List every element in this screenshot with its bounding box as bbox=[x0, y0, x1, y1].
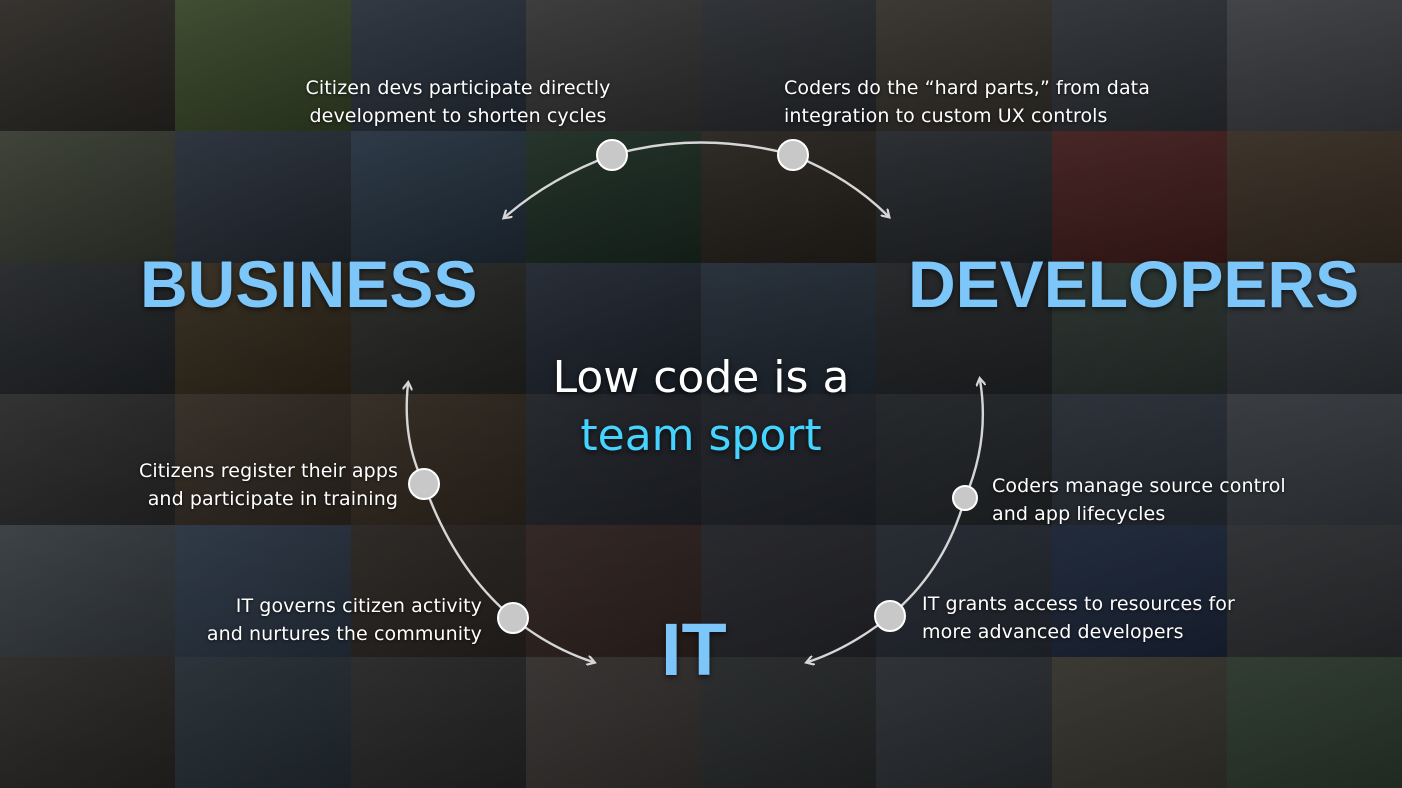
node-it-governs bbox=[497, 602, 529, 634]
arc-left-lower bbox=[422, 483, 514, 619]
caption-citizen-devs: Citizen devs participate directly develo… bbox=[296, 74, 620, 130]
headline: Low code is a team sport bbox=[451, 350, 951, 466]
arc-right-up bbox=[963, 380, 983, 499]
photo-tile bbox=[1226, 0, 1402, 132]
photo-tile bbox=[1051, 262, 1227, 394]
photo-tile bbox=[876, 656, 1052, 788]
photo-tile bbox=[701, 656, 877, 788]
group-label-it: IT bbox=[661, 608, 727, 691]
photo-tile bbox=[525, 393, 701, 526]
photo-tile bbox=[1051, 131, 1227, 263]
photo-tile bbox=[1051, 393, 1227, 526]
group-label-developers: DEVELOPERS bbox=[908, 247, 1360, 321]
caption-line: Coders manage source control bbox=[992, 475, 1286, 497]
caption-citizens-register: Citizens register their apps and partici… bbox=[118, 457, 398, 513]
photo-tile bbox=[1226, 656, 1402, 788]
photo-tile bbox=[350, 656, 526, 788]
photo-tile bbox=[175, 131, 351, 263]
photo-tile bbox=[350, 393, 526, 526]
caption-line: IT grants access to resources for bbox=[922, 593, 1235, 615]
node-citizens-register bbox=[408, 468, 440, 500]
arc-top-left bbox=[505, 153, 613, 217]
photo-tile bbox=[1051, 0, 1227, 132]
group-label-business: BUSINESS bbox=[140, 247, 478, 321]
photo-tile bbox=[350, 262, 526, 394]
caption-line: IT governs citizen activity bbox=[235, 595, 482, 617]
caption-line: more advanced developers bbox=[922, 621, 1184, 643]
photo-tile bbox=[701, 393, 877, 526]
caption-line: Citizen devs participate directly bbox=[305, 77, 611, 99]
headline-line-1: Low code is a bbox=[552, 352, 850, 403]
photo-tile bbox=[701, 525, 877, 657]
photo-tile bbox=[350, 525, 526, 657]
photo-tile bbox=[525, 656, 701, 788]
photo-tile bbox=[525, 262, 701, 394]
photo-tile bbox=[350, 131, 526, 263]
node-citizen-devs bbox=[596, 139, 628, 171]
photo-tile bbox=[1226, 262, 1402, 394]
photo-tile bbox=[175, 262, 351, 394]
arc-right-lower bbox=[889, 497, 967, 617]
photo-tile bbox=[175, 0, 351, 132]
caption-line: and participate in training bbox=[147, 488, 398, 510]
photo-tile bbox=[876, 131, 1052, 263]
caption-line: Coders do the “hard parts,” from data bbox=[784, 77, 1150, 99]
caption-it-grants: IT grants access to resources for more a… bbox=[922, 590, 1235, 646]
caption-line: integration to custom UX controls bbox=[784, 105, 1108, 127]
photo-tile bbox=[0, 656, 176, 788]
caption-it-governs: IT governs citizen activity and nurtures… bbox=[182, 592, 482, 648]
photo-tile bbox=[525, 525, 701, 657]
photo-tile bbox=[701, 0, 877, 132]
photo-tile bbox=[1226, 525, 1402, 657]
photo-tile bbox=[175, 393, 351, 526]
photo-tile bbox=[0, 131, 176, 263]
photo-tile bbox=[1226, 131, 1402, 263]
photo-tile bbox=[1226, 393, 1402, 526]
photo-tile bbox=[0, 262, 176, 394]
photo-tile bbox=[701, 262, 877, 394]
node-coders-source-control bbox=[952, 485, 978, 511]
photo-tile bbox=[1051, 656, 1227, 788]
arc-top-middle bbox=[611, 141, 794, 157]
caption-line: Citizens register their apps bbox=[138, 460, 398, 482]
headline-line-2: team sport bbox=[580, 410, 822, 461]
photo-tile bbox=[876, 393, 1052, 526]
arc-top-right bbox=[792, 153, 888, 216]
node-coders-hard-parts bbox=[777, 139, 809, 171]
photo-tile bbox=[350, 0, 526, 132]
photo-tile bbox=[175, 525, 351, 657]
caption-line: and nurtures the community bbox=[206, 623, 482, 645]
node-it-grants bbox=[874, 600, 906, 632]
caption-coders-hard-parts: Coders do the “hard parts,” from data in… bbox=[784, 74, 1150, 130]
photo-tile bbox=[0, 0, 176, 132]
caption-line: and app lifecycles bbox=[992, 503, 1166, 525]
photo-tile bbox=[876, 262, 1052, 394]
caption-coders-source-control: Coders manage source control and app lif… bbox=[992, 472, 1286, 528]
photo-tile bbox=[0, 525, 176, 657]
photo-tile bbox=[525, 0, 701, 132]
caption-line: development to shorten cycles bbox=[309, 105, 607, 127]
photo-tile bbox=[175, 656, 351, 788]
photo-tile bbox=[0, 393, 176, 526]
photo-tile bbox=[1051, 525, 1227, 657]
photo-tile bbox=[876, 525, 1052, 657]
photo-tile bbox=[876, 0, 1052, 132]
